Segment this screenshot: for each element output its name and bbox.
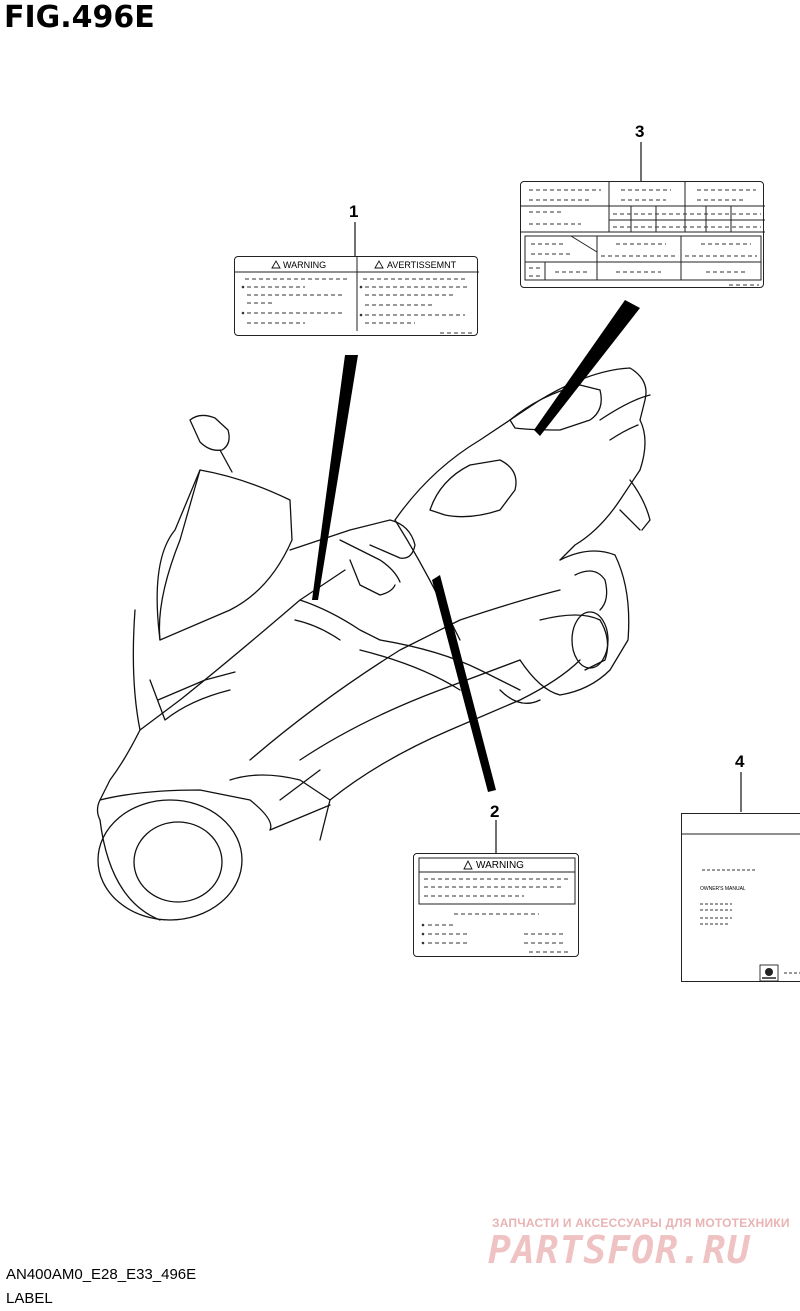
warning-label-1: WARNING AVERTISSEMNT: [234, 256, 479, 336]
owners-manual-label-4: OWNER'S MANUAL: [681, 813, 800, 982]
figure-title: FIG.496E: [4, 0, 155, 35]
callout-4: 4: [735, 752, 745, 771]
specification-label-3: [520, 181, 765, 288]
figure-code: AN400AM0_E28_E33_496E: [6, 1266, 197, 1283]
callout-3: 3: [635, 122, 645, 141]
leader-3: [534, 300, 640, 436]
label1-right-heading: AVERTISSEMNT: [387, 260, 457, 270]
label1-left-heading: WARNING: [283, 260, 327, 270]
warning-label-2: WARNING: [413, 853, 579, 957]
leader-2: [432, 575, 496, 792]
section-label: LABEL: [6, 1290, 53, 1307]
watermark-logo: PARTSFOR.RU: [488, 1228, 751, 1272]
leader-1: [312, 355, 358, 600]
callout-2: 2: [490, 802, 500, 821]
label4-text: OWNER'S MANUAL: [700, 886, 746, 892]
watermark-tagline: ЗАПЧАСТИ И АКСЕССУАРЫ ДЛЯ МОТОТЕХНИКИ: [492, 1216, 790, 1230]
callout-1: 1: [349, 202, 359, 221]
label2-heading: WARNING: [476, 860, 524, 871]
